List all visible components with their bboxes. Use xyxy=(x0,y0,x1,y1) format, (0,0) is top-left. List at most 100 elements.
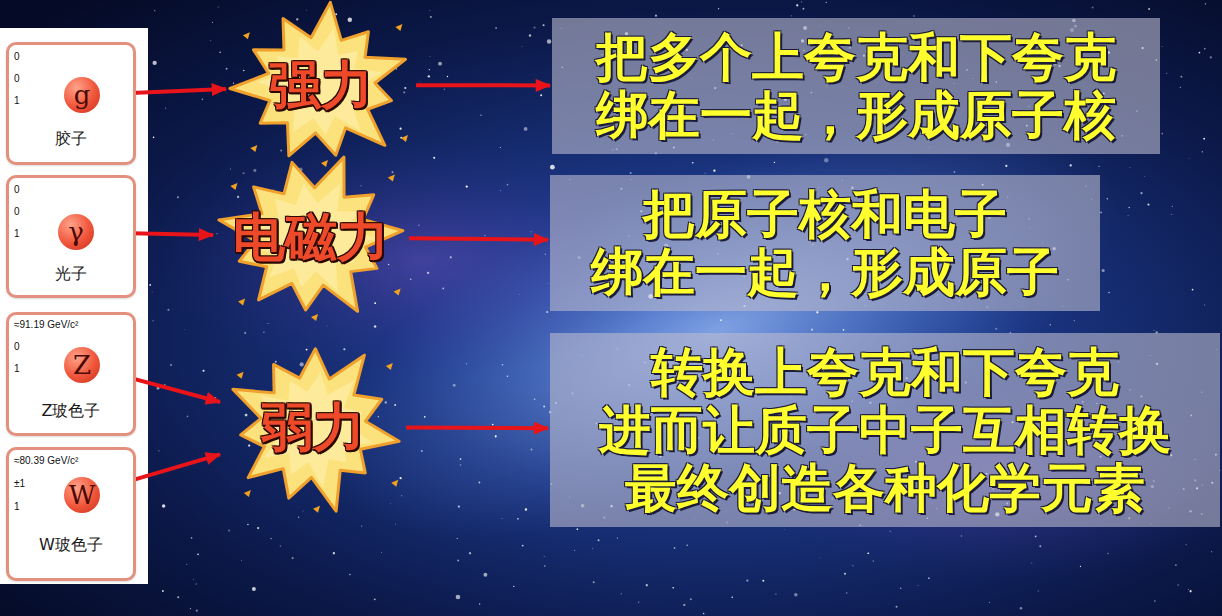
star-dot xyxy=(720,319,722,321)
force-star: 强力 xyxy=(228,2,414,168)
star-dot xyxy=(1187,589,1189,591)
star-dot xyxy=(704,172,705,173)
star-dot xyxy=(219,51,220,52)
force-arrow xyxy=(409,238,548,240)
star-dot xyxy=(1147,204,1149,206)
star-dot xyxy=(690,598,692,600)
description-box: 把多个上夸克和下夸克 绑在一起，形成原子核 xyxy=(552,18,1160,154)
star-dot xyxy=(543,24,545,26)
star-dot xyxy=(442,288,444,290)
star-dot xyxy=(390,503,392,505)
star-dot xyxy=(154,10,155,11)
star-dot xyxy=(419,81,421,83)
star-dot xyxy=(995,328,997,330)
particle-card: 001胶子g xyxy=(6,42,136,165)
starburst-highlight xyxy=(260,373,372,488)
star-dot xyxy=(433,157,435,159)
star-dot xyxy=(811,329,813,331)
particle-card: ≈91.19 GeV/c²01Z玻色子Z xyxy=(6,312,136,436)
star-dot xyxy=(492,424,494,426)
force-arrow xyxy=(406,425,548,430)
star-dot xyxy=(394,404,396,406)
star-dot xyxy=(1092,7,1094,9)
star-dot xyxy=(460,458,462,460)
star-dot xyxy=(403,91,405,93)
star-dot xyxy=(228,530,230,532)
star-dot xyxy=(374,325,377,328)
spark xyxy=(230,183,237,190)
star-dot xyxy=(896,606,898,608)
star-dot xyxy=(713,170,715,172)
particle-card: ≈80.39 GeV/c²±11W玻色子W xyxy=(6,447,136,581)
particle-name: W玻色子 xyxy=(9,535,133,555)
particle-name: 光子 xyxy=(9,264,133,284)
star-dot xyxy=(460,464,462,466)
star-dot xyxy=(502,364,503,365)
star-dot xyxy=(427,272,429,274)
star-dot xyxy=(1192,289,1194,291)
star-dot xyxy=(1129,167,1131,169)
star-dot xyxy=(1020,607,1022,609)
star-dot xyxy=(844,573,846,575)
star-dot xyxy=(783,529,785,531)
star-dot xyxy=(1199,52,1201,54)
star-dot xyxy=(237,196,239,198)
star-dot xyxy=(544,556,545,557)
star-dot xyxy=(1171,214,1172,215)
star-dot xyxy=(1144,176,1145,177)
star-dot xyxy=(1177,584,1179,586)
star-dot xyxy=(687,545,688,546)
star-dot xyxy=(243,172,245,174)
star-dot xyxy=(521,46,523,48)
starburst-shape xyxy=(230,2,406,155)
star-dot xyxy=(170,364,172,366)
spark xyxy=(237,372,244,379)
star-dot xyxy=(1080,566,1081,567)
force-name: 弱力 xyxy=(261,397,365,457)
spark xyxy=(401,135,408,142)
star-dot xyxy=(592,548,594,550)
star-dot xyxy=(429,9,431,11)
star-dot xyxy=(252,587,256,591)
star-dot xyxy=(428,75,430,77)
star-dot xyxy=(247,524,248,525)
star-dot xyxy=(1108,292,1109,293)
star-dot xyxy=(399,128,401,130)
star-dot xyxy=(900,588,901,589)
spark xyxy=(250,145,257,152)
star-dot xyxy=(1175,564,1177,566)
force-star: 弱力 xyxy=(222,340,404,514)
spark xyxy=(321,160,328,167)
star-dot xyxy=(300,362,304,366)
star-dot xyxy=(253,169,256,172)
star-dot xyxy=(202,99,204,101)
spark xyxy=(238,299,245,306)
star-dot xyxy=(989,602,990,603)
star-dot xyxy=(1172,206,1173,207)
star-dot xyxy=(450,256,452,258)
star-dot xyxy=(630,172,632,174)
star-dot xyxy=(1005,165,1007,167)
star-dot xyxy=(306,349,308,351)
star-dot xyxy=(674,547,676,549)
particle-property: 0 xyxy=(9,73,133,95)
star-dot xyxy=(791,15,792,16)
starburst-shape xyxy=(233,349,399,511)
star-dot xyxy=(873,560,874,561)
star-dot xyxy=(270,538,271,539)
star-dot xyxy=(153,137,155,139)
star-dot xyxy=(1161,133,1163,135)
star-dot xyxy=(245,414,248,417)
star-dot xyxy=(343,348,345,350)
star-dot xyxy=(1153,329,1155,331)
star-dot xyxy=(410,279,411,280)
star-dot xyxy=(1211,551,1212,552)
star-dot xyxy=(1100,212,1102,214)
star-dot xyxy=(177,196,179,198)
star-dot xyxy=(466,363,467,364)
star-dot xyxy=(191,537,193,539)
star-dot xyxy=(243,70,245,72)
particle-property: 0 xyxy=(9,184,133,206)
particle-property: 1 xyxy=(9,363,133,385)
